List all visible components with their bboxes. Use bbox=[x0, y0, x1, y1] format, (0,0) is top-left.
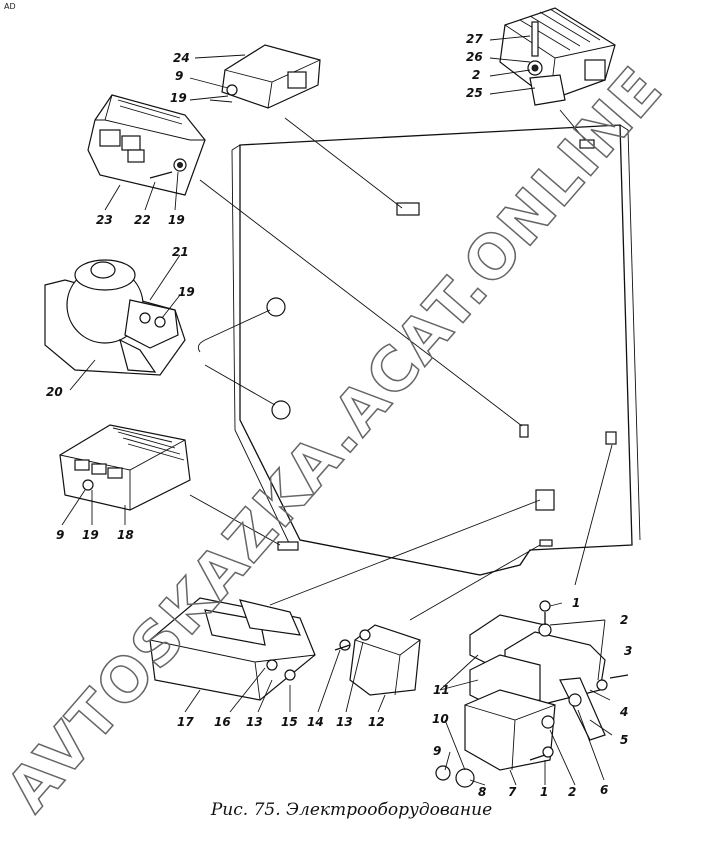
label-22: 22 bbox=[134, 213, 151, 227]
label-21: 21 bbox=[172, 245, 189, 259]
figure-caption: Рис. 75. Электрооборудование bbox=[210, 800, 493, 820]
label-14: 14 bbox=[307, 715, 324, 729]
corner-mark: AD bbox=[4, 2, 16, 11]
label-2-top: 2 bbox=[472, 68, 480, 82]
label-7: 7 bbox=[508, 785, 517, 799]
label-9-top: 9 bbox=[175, 69, 183, 83]
label-19-d: 19 bbox=[82, 528, 99, 542]
relay-12 bbox=[334, 624, 421, 696]
label-3: 3 bbox=[624, 644, 632, 658]
label-13-b: 13 bbox=[336, 715, 353, 729]
relay-group bbox=[435, 600, 629, 788]
label-13-a: 13 bbox=[246, 715, 263, 729]
label-24: 24 bbox=[173, 51, 190, 65]
label-15: 15 bbox=[281, 715, 298, 729]
label-1-top: 1 bbox=[572, 596, 580, 610]
label-20: 20 bbox=[46, 385, 63, 399]
relay-18 bbox=[59, 424, 191, 511]
horn-20 bbox=[44, 259, 186, 376]
label-10: 10 bbox=[432, 712, 449, 726]
cabin-components bbox=[266, 139, 617, 551]
relay-24 bbox=[209, 44, 321, 109]
label-16: 16 bbox=[214, 715, 231, 729]
label-19-top: 19 bbox=[170, 91, 187, 105]
label-5: 5 bbox=[620, 733, 628, 747]
part-labels: 24 9 19 27 26 2 25 23 22 19 21 19 20 9 1… bbox=[46, 32, 632, 799]
label-25: 25 bbox=[466, 86, 483, 100]
leader-lines bbox=[189, 109, 613, 621]
cabin-outline bbox=[231, 124, 641, 576]
label-8: 8 bbox=[478, 785, 486, 799]
label-26: 26 bbox=[466, 50, 483, 64]
regulator-23 bbox=[87, 94, 206, 196]
label-2-right: 2 bbox=[620, 613, 628, 627]
relay-top-right bbox=[499, 7, 616, 106]
label-9-bottom: 9 bbox=[433, 744, 441, 758]
label-1-bottom: 1 bbox=[540, 785, 548, 799]
label-leaders bbox=[61, 35, 613, 786]
label-18: 18 bbox=[117, 528, 134, 542]
label-19-b: 19 bbox=[168, 213, 185, 227]
label-4: 4 bbox=[619, 705, 628, 719]
label-11: 11 bbox=[433, 683, 450, 697]
label-9-mid: 9 bbox=[56, 528, 64, 542]
label-12: 12 bbox=[368, 715, 385, 729]
label-27: 27 bbox=[466, 32, 483, 46]
block-17 bbox=[149, 597, 316, 701]
label-2-bottom: 2 bbox=[568, 785, 576, 799]
label-19-c: 19 bbox=[178, 285, 195, 299]
label-17: 17 bbox=[177, 715, 194, 729]
label-23: 23 bbox=[96, 213, 113, 227]
label-6: 6 bbox=[600, 783, 608, 797]
